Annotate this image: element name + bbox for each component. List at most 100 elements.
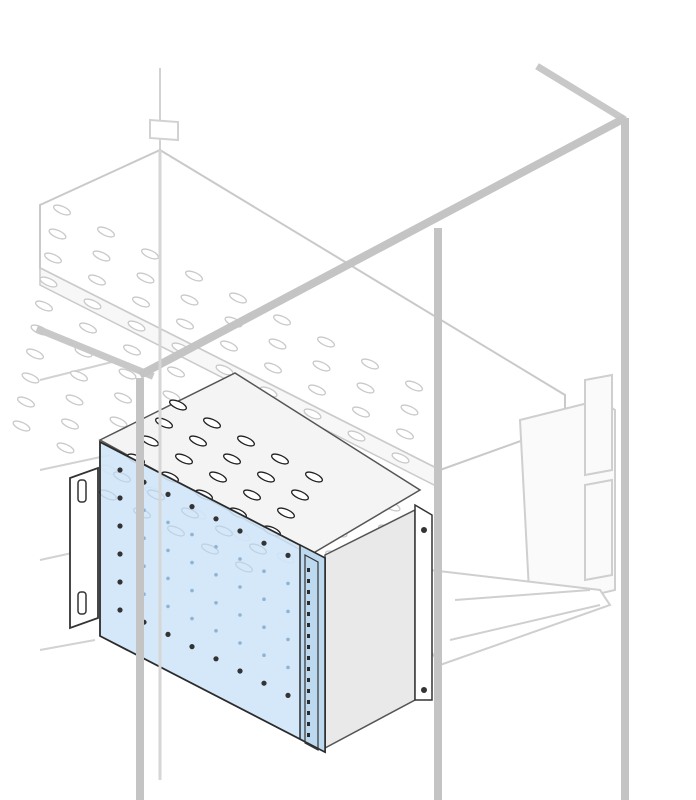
box-top-slot xyxy=(256,471,276,483)
rail-hole xyxy=(307,689,310,693)
panel-hole xyxy=(165,491,171,497)
rail-hole xyxy=(307,645,310,649)
panel-hole xyxy=(166,604,170,609)
panel-hole xyxy=(238,585,242,589)
panel-hole xyxy=(286,637,290,642)
tray-slot xyxy=(109,416,128,428)
rail-hole xyxy=(307,733,310,737)
tray-slot xyxy=(131,296,151,308)
box-top-slot xyxy=(222,453,242,465)
box-top-slot xyxy=(208,471,228,483)
panel-hole xyxy=(189,644,195,650)
tray-slot xyxy=(48,228,67,240)
tray-slot xyxy=(65,394,84,406)
panel-hole xyxy=(117,551,123,557)
panel-hole xyxy=(190,588,194,593)
box-top-slot xyxy=(236,435,256,447)
box-top-slot xyxy=(174,453,194,465)
box-top-slot xyxy=(202,417,222,429)
tray-slot xyxy=(307,384,327,396)
panel-hole xyxy=(262,625,266,629)
tray-slot xyxy=(395,428,415,440)
box-top-slot xyxy=(304,471,324,483)
tray-slot xyxy=(127,320,146,332)
tray-slot xyxy=(34,300,54,312)
box-top-slot xyxy=(242,489,262,501)
panel-hole xyxy=(238,557,242,561)
panel-hole xyxy=(262,653,266,657)
tray-slot xyxy=(184,270,204,282)
tray-slot xyxy=(136,272,155,284)
panel-hole xyxy=(238,641,242,645)
tray-slot xyxy=(268,338,287,350)
panel-hole xyxy=(213,516,219,522)
panel-hole xyxy=(262,597,266,601)
lower-rail-left xyxy=(39,359,121,381)
tray-slot xyxy=(351,406,371,418)
tray-slot xyxy=(303,408,322,420)
box-left-flange xyxy=(69,466,99,630)
lower-rail-line xyxy=(454,589,591,601)
tray-slot xyxy=(60,418,80,430)
tray-slot xyxy=(39,276,58,288)
flange-screw-bottom xyxy=(421,687,427,693)
frame-front xyxy=(136,114,629,800)
panel-hole xyxy=(285,692,291,699)
panel-hole xyxy=(189,504,195,510)
panel-hole xyxy=(214,629,218,633)
rail-hole xyxy=(307,700,310,704)
panel-hole xyxy=(166,548,170,553)
panel-hole xyxy=(117,523,123,529)
tray-slot xyxy=(175,318,195,330)
panel-hole xyxy=(166,576,170,581)
tray-slot xyxy=(404,380,424,392)
panel-hole xyxy=(262,569,266,573)
lower-rail-line-2 xyxy=(449,604,601,641)
tray-slot xyxy=(113,392,133,404)
tray-slot xyxy=(272,314,292,326)
rail-hole xyxy=(307,634,310,638)
box-top-slot xyxy=(290,489,310,501)
panel-hole xyxy=(237,668,243,674)
panel-hole xyxy=(214,573,218,577)
tray-slot xyxy=(122,344,142,356)
panel-hole xyxy=(117,579,123,585)
panel-hole xyxy=(238,613,242,617)
panel-hole xyxy=(190,616,194,621)
box-side-face xyxy=(324,508,416,750)
tray-slot xyxy=(43,252,63,264)
rail-hole xyxy=(307,568,310,572)
panel-hole xyxy=(190,532,194,537)
tray-slot xyxy=(166,366,186,378)
frame-top-right-rail xyxy=(535,63,627,123)
rail-holes xyxy=(307,568,310,737)
rail-hole xyxy=(307,601,310,605)
tray-slot xyxy=(87,274,107,286)
tray-slot xyxy=(400,404,419,416)
right-bracket-lower xyxy=(584,478,613,582)
tray-slot xyxy=(316,336,336,348)
tray-slot xyxy=(12,420,31,432)
panel-holes xyxy=(117,467,291,699)
box-top-slot xyxy=(276,507,296,519)
right-bracket-upper xyxy=(584,373,613,477)
rail-hole xyxy=(307,711,310,715)
panel-hole xyxy=(190,560,194,565)
panel-hole xyxy=(285,552,291,559)
tray-slot xyxy=(180,294,199,306)
tray-slot xyxy=(219,340,239,352)
panel-hole xyxy=(213,656,219,662)
lower-rail-left-2 xyxy=(39,454,111,471)
frame-left-rail xyxy=(35,325,155,380)
rail-hole xyxy=(307,656,310,660)
flange-screw-top xyxy=(421,527,427,533)
right-rail-assembly xyxy=(429,373,616,667)
panel-hole xyxy=(261,540,267,546)
rear-bracket-top xyxy=(149,118,179,142)
rail-hole xyxy=(307,623,310,627)
tray-slot xyxy=(56,442,75,454)
mounting-box xyxy=(69,372,433,754)
box-top-slot xyxy=(270,453,290,465)
box-top-slot xyxy=(168,399,188,411)
tray-slot xyxy=(360,358,380,370)
